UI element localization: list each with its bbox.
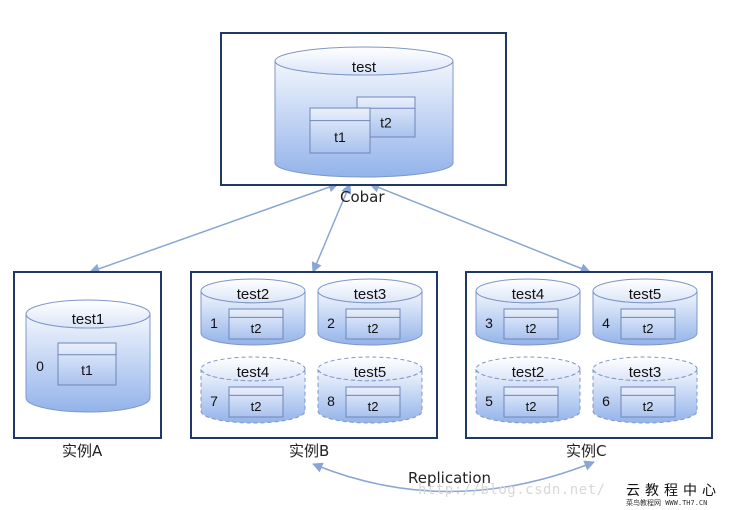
db-name-label: test4 <box>512 286 545 303</box>
site-logo-title: 云教程中心 <box>626 483 721 499</box>
instance-a-caption: 实例A <box>62 442 103 460</box>
table-label: t2 <box>251 399 262 414</box>
arrow-cobar-to-instance-c <box>369 182 591 274</box>
cylinder-top <box>592 278 698 304</box>
table-frame <box>620 386 676 418</box>
db-number-label: 6 <box>602 393 610 409</box>
table-label: t1 <box>81 362 93 378</box>
table-label: t2 <box>526 321 537 336</box>
table-frame <box>345 308 401 340</box>
table-frame <box>228 308 284 340</box>
table-frame <box>620 308 676 340</box>
db-name-label: test3 <box>629 364 662 381</box>
table-icon: t2 <box>503 308 559 340</box>
db-name-label: test2 <box>512 364 545 381</box>
table-frame <box>503 386 559 418</box>
table-label: t2 <box>251 321 262 336</box>
table-icon: t2 <box>345 386 401 418</box>
table-label: t2 <box>643 399 654 414</box>
db-number-label: 8 <box>327 393 335 409</box>
replication-label: Replication <box>408 469 492 487</box>
cylinder-top <box>274 46 454 76</box>
table-frame <box>309 107 371 154</box>
cylinder-top <box>475 278 581 304</box>
instance-c-caption: 实例C <box>566 442 607 460</box>
db-name-label: test2 <box>237 286 270 303</box>
replication-arrow <box>312 460 595 493</box>
table-label: t2 <box>368 399 379 414</box>
arrow-cobar-to-instance-b <box>311 183 352 273</box>
table-label: t2 <box>643 321 654 336</box>
table-icon: t2 <box>228 308 284 340</box>
cobar-db-label: test <box>352 59 377 76</box>
instance-box-c: test4 3 t2 test5 4 t2 test2 5 t2 test3 6 t2 <box>465 271 713 439</box>
cobar-caption: Cobar <box>340 188 385 206</box>
cylinder-top <box>475 356 581 382</box>
table-frame <box>503 308 559 340</box>
db-number-label: 2 <box>327 315 335 331</box>
cobar-box: test t2 t1 <box>220 32 507 186</box>
db-number-label: 7 <box>210 393 218 409</box>
db-number-label: 4 <box>602 315 610 331</box>
db-number-label: 1 <box>210 315 218 331</box>
table-icon: t1 <box>57 342 117 386</box>
table-icon: t1 <box>309 107 371 154</box>
instance-box-a: test1 0 t1 <box>13 271 162 439</box>
table-frame <box>57 342 117 386</box>
db-name-label: test1 <box>72 311 105 328</box>
cylinder-top <box>317 356 423 382</box>
db-number-label: 3 <box>485 315 493 331</box>
table-icon: t2 <box>345 308 401 340</box>
instance-b-caption: 实例B <box>289 442 330 460</box>
instance-box-b: test2 1 t2 test3 2 t2 test4 7 t2 test5 8 t2 <box>190 271 438 439</box>
cylinder-top <box>200 278 306 304</box>
site-logo-subtitle: 菜鸟教程网 WWW.TH7.CN <box>626 499 708 507</box>
cylinder-top <box>592 356 698 382</box>
table-icon: t2 <box>620 308 676 340</box>
table-frame <box>345 386 401 418</box>
table-label: t1 <box>334 129 346 145</box>
db-name-label: test3 <box>354 286 387 303</box>
cylinder-top <box>317 278 423 304</box>
table-frame <box>228 386 284 418</box>
db-number-label: 5 <box>485 393 493 409</box>
table-label: t2 <box>380 115 392 131</box>
table-label: t2 <box>368 321 379 336</box>
db-number-label: 0 <box>36 358 44 374</box>
arrow-cobar-to-instance-a <box>89 182 339 274</box>
watermark-text: http://blog.csdn.net/ <box>418 482 606 498</box>
db-name-label: test4 <box>237 364 270 381</box>
db-name-label: test5 <box>629 286 662 303</box>
db-name-label: test5 <box>354 364 387 381</box>
table-icon: t2 <box>503 386 559 418</box>
cylinder-top <box>200 356 306 382</box>
table-icon: t2 <box>228 386 284 418</box>
table-label: t2 <box>526 399 537 414</box>
table-icon: t2 <box>620 386 676 418</box>
cylinder-top <box>25 299 151 329</box>
